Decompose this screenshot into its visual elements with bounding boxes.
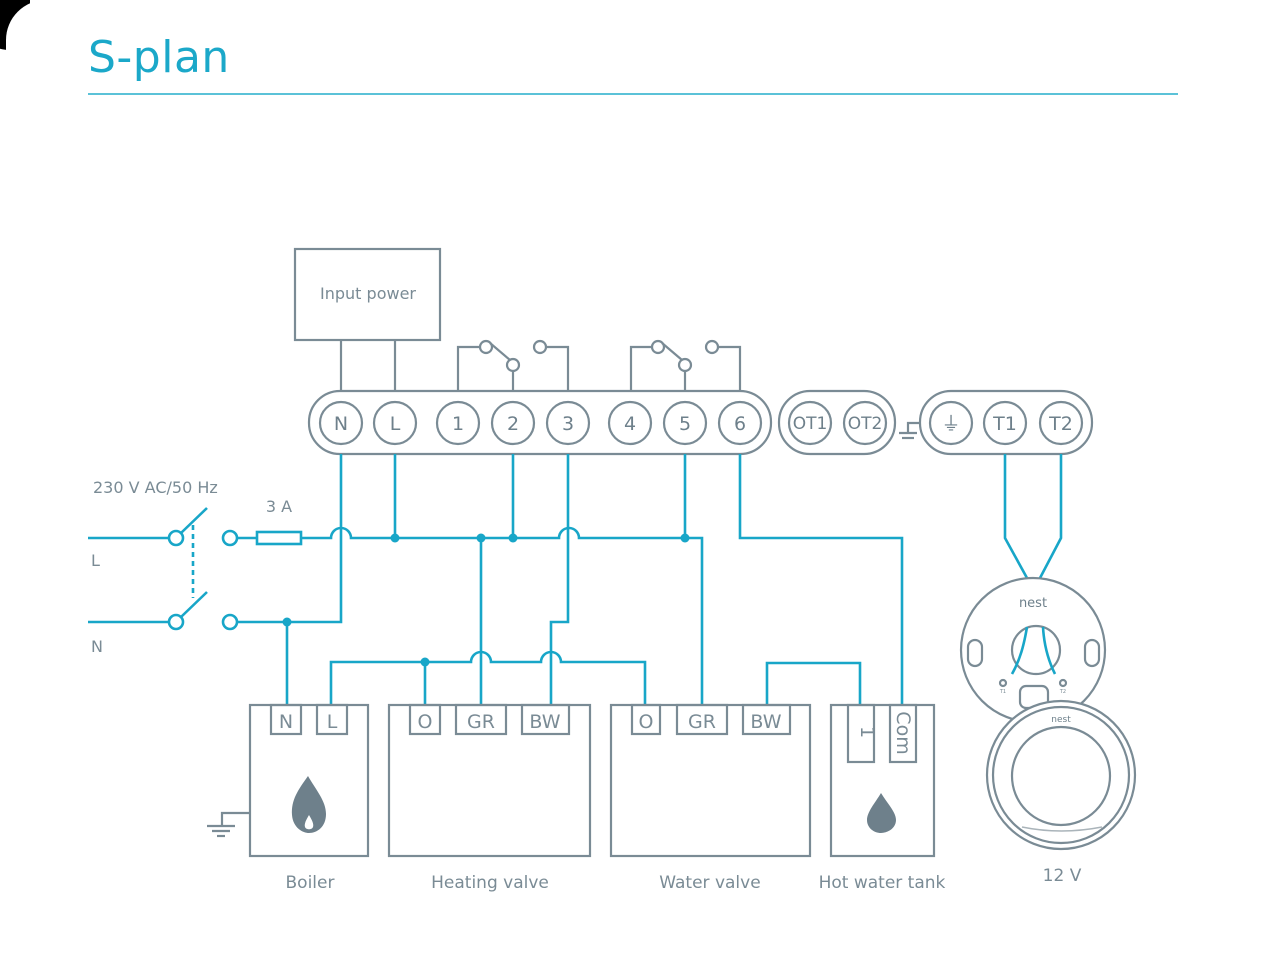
water-terminal-o: O bbox=[639, 711, 654, 733]
nest-logo-base: nest bbox=[1019, 596, 1047, 611]
main-terminal-circle bbox=[490, 400, 536, 446]
heating-terminal-o: O bbox=[418, 711, 433, 733]
heating-terminal-bw: BW bbox=[529, 711, 560, 733]
main-terminal-label: 2 bbox=[507, 413, 519, 435]
base-terminal-t2: T2 bbox=[1059, 689, 1066, 695]
relay-switch-1 bbox=[456, 339, 570, 391]
main-terminal-circle bbox=[372, 400, 418, 446]
water-valve-label: Water valve bbox=[659, 873, 760, 893]
fuse-icon bbox=[255, 530, 303, 546]
main-terminal-circle bbox=[545, 400, 591, 446]
terminal-block-main: N L 1 2 3 4 5 6 bbox=[307, 389, 773, 456]
water-drop-icon bbox=[867, 793, 896, 833]
flame-icon bbox=[291, 776, 326, 833]
opentherm-terminal-label: OT1 bbox=[793, 414, 828, 434]
main-terminal-label: 1 bbox=[452, 413, 464, 435]
main-terminal-label: 6 bbox=[734, 413, 746, 435]
line-label: L bbox=[91, 551, 100, 570]
main-terminal-circle bbox=[435, 400, 481, 446]
input-power-box: Input power bbox=[293, 247, 442, 391]
page-title: S-plan bbox=[88, 32, 230, 83]
thermostat-terminal-label: T2 bbox=[1048, 413, 1073, 435]
mains-supply: 230 V AC/50 Hz L N 3 A bbox=[88, 478, 303, 656]
nest-logo-display: nest bbox=[1051, 715, 1071, 725]
opentherm-terminal-circle bbox=[787, 400, 833, 446]
main-terminal-label: 5 bbox=[679, 413, 691, 435]
main-terminal-circle bbox=[318, 400, 364, 446]
base-terminal-t1: T1 bbox=[999, 689, 1006, 695]
fuse-label: 3 A bbox=[266, 497, 292, 516]
main-terminal-label: 4 bbox=[624, 413, 636, 435]
nest-thermostat: nest T1 T2 nest 12 V bbox=[959, 576, 1137, 886]
heating-valve-label: Heating valve bbox=[431, 873, 549, 893]
thermostat-terminal-circle bbox=[982, 400, 1028, 446]
supply-label: 230 V AC/50 Hz bbox=[93, 478, 218, 497]
title-divider bbox=[88, 93, 1178, 95]
wiring bbox=[237, 454, 1063, 704]
main-terminal-circle bbox=[717, 400, 763, 446]
main-terminal-label: N bbox=[334, 413, 348, 435]
thermostat-voltage-label: 12 V bbox=[1043, 866, 1082, 886]
main-terminal-circle bbox=[607, 400, 653, 446]
main-terminal-circle bbox=[662, 400, 708, 446]
neutral-label: N bbox=[91, 637, 103, 656]
boiler-terminal-l: L bbox=[327, 711, 338, 733]
boiler: N L Boiler bbox=[207, 703, 370, 893]
input-power-label: Input power bbox=[320, 284, 416, 303]
main-terminal-label: L bbox=[390, 413, 401, 435]
tank-terminal-com: Com bbox=[892, 711, 914, 754]
window-corner-mask bbox=[6, 0, 66, 70]
boiler-terminal-n: N bbox=[279, 711, 293, 733]
water-terminal-gr: GR bbox=[688, 711, 716, 733]
tank-terminal-1: 1 bbox=[856, 726, 878, 738]
terminal-block-thermostat: ⏚ T1 T2 bbox=[918, 389, 1094, 456]
water-valve: O GR BW Water valve bbox=[609, 703, 812, 893]
hot-water-tank: 1 Com Hot water tank bbox=[819, 703, 946, 893]
opentherm-terminal-circle bbox=[842, 400, 888, 446]
hot-water-tank-label: Hot water tank bbox=[819, 873, 946, 893]
terminal-block-opentherm: OT1 OT2 bbox=[777, 389, 897, 456]
boiler-label: Boiler bbox=[286, 873, 335, 893]
main-terminal-label: 3 bbox=[562, 413, 574, 435]
relay-switch-2 bbox=[629, 339, 742, 391]
thermostat-terminal-circle bbox=[1038, 400, 1084, 446]
heating-terminal-gr: GR bbox=[467, 711, 495, 733]
thermostat-terminal-circle bbox=[928, 400, 974, 446]
thermostat-terminal-label: ⏚ bbox=[941, 413, 960, 435]
opentherm-terminal-label: OT2 bbox=[848, 414, 883, 434]
heating-valve: O GR BW Heating valve bbox=[387, 703, 592, 893]
thermostat-terminal-label: T1 bbox=[992, 413, 1017, 435]
ground-symbol bbox=[899, 421, 921, 440]
water-terminal-bw: BW bbox=[750, 711, 781, 733]
